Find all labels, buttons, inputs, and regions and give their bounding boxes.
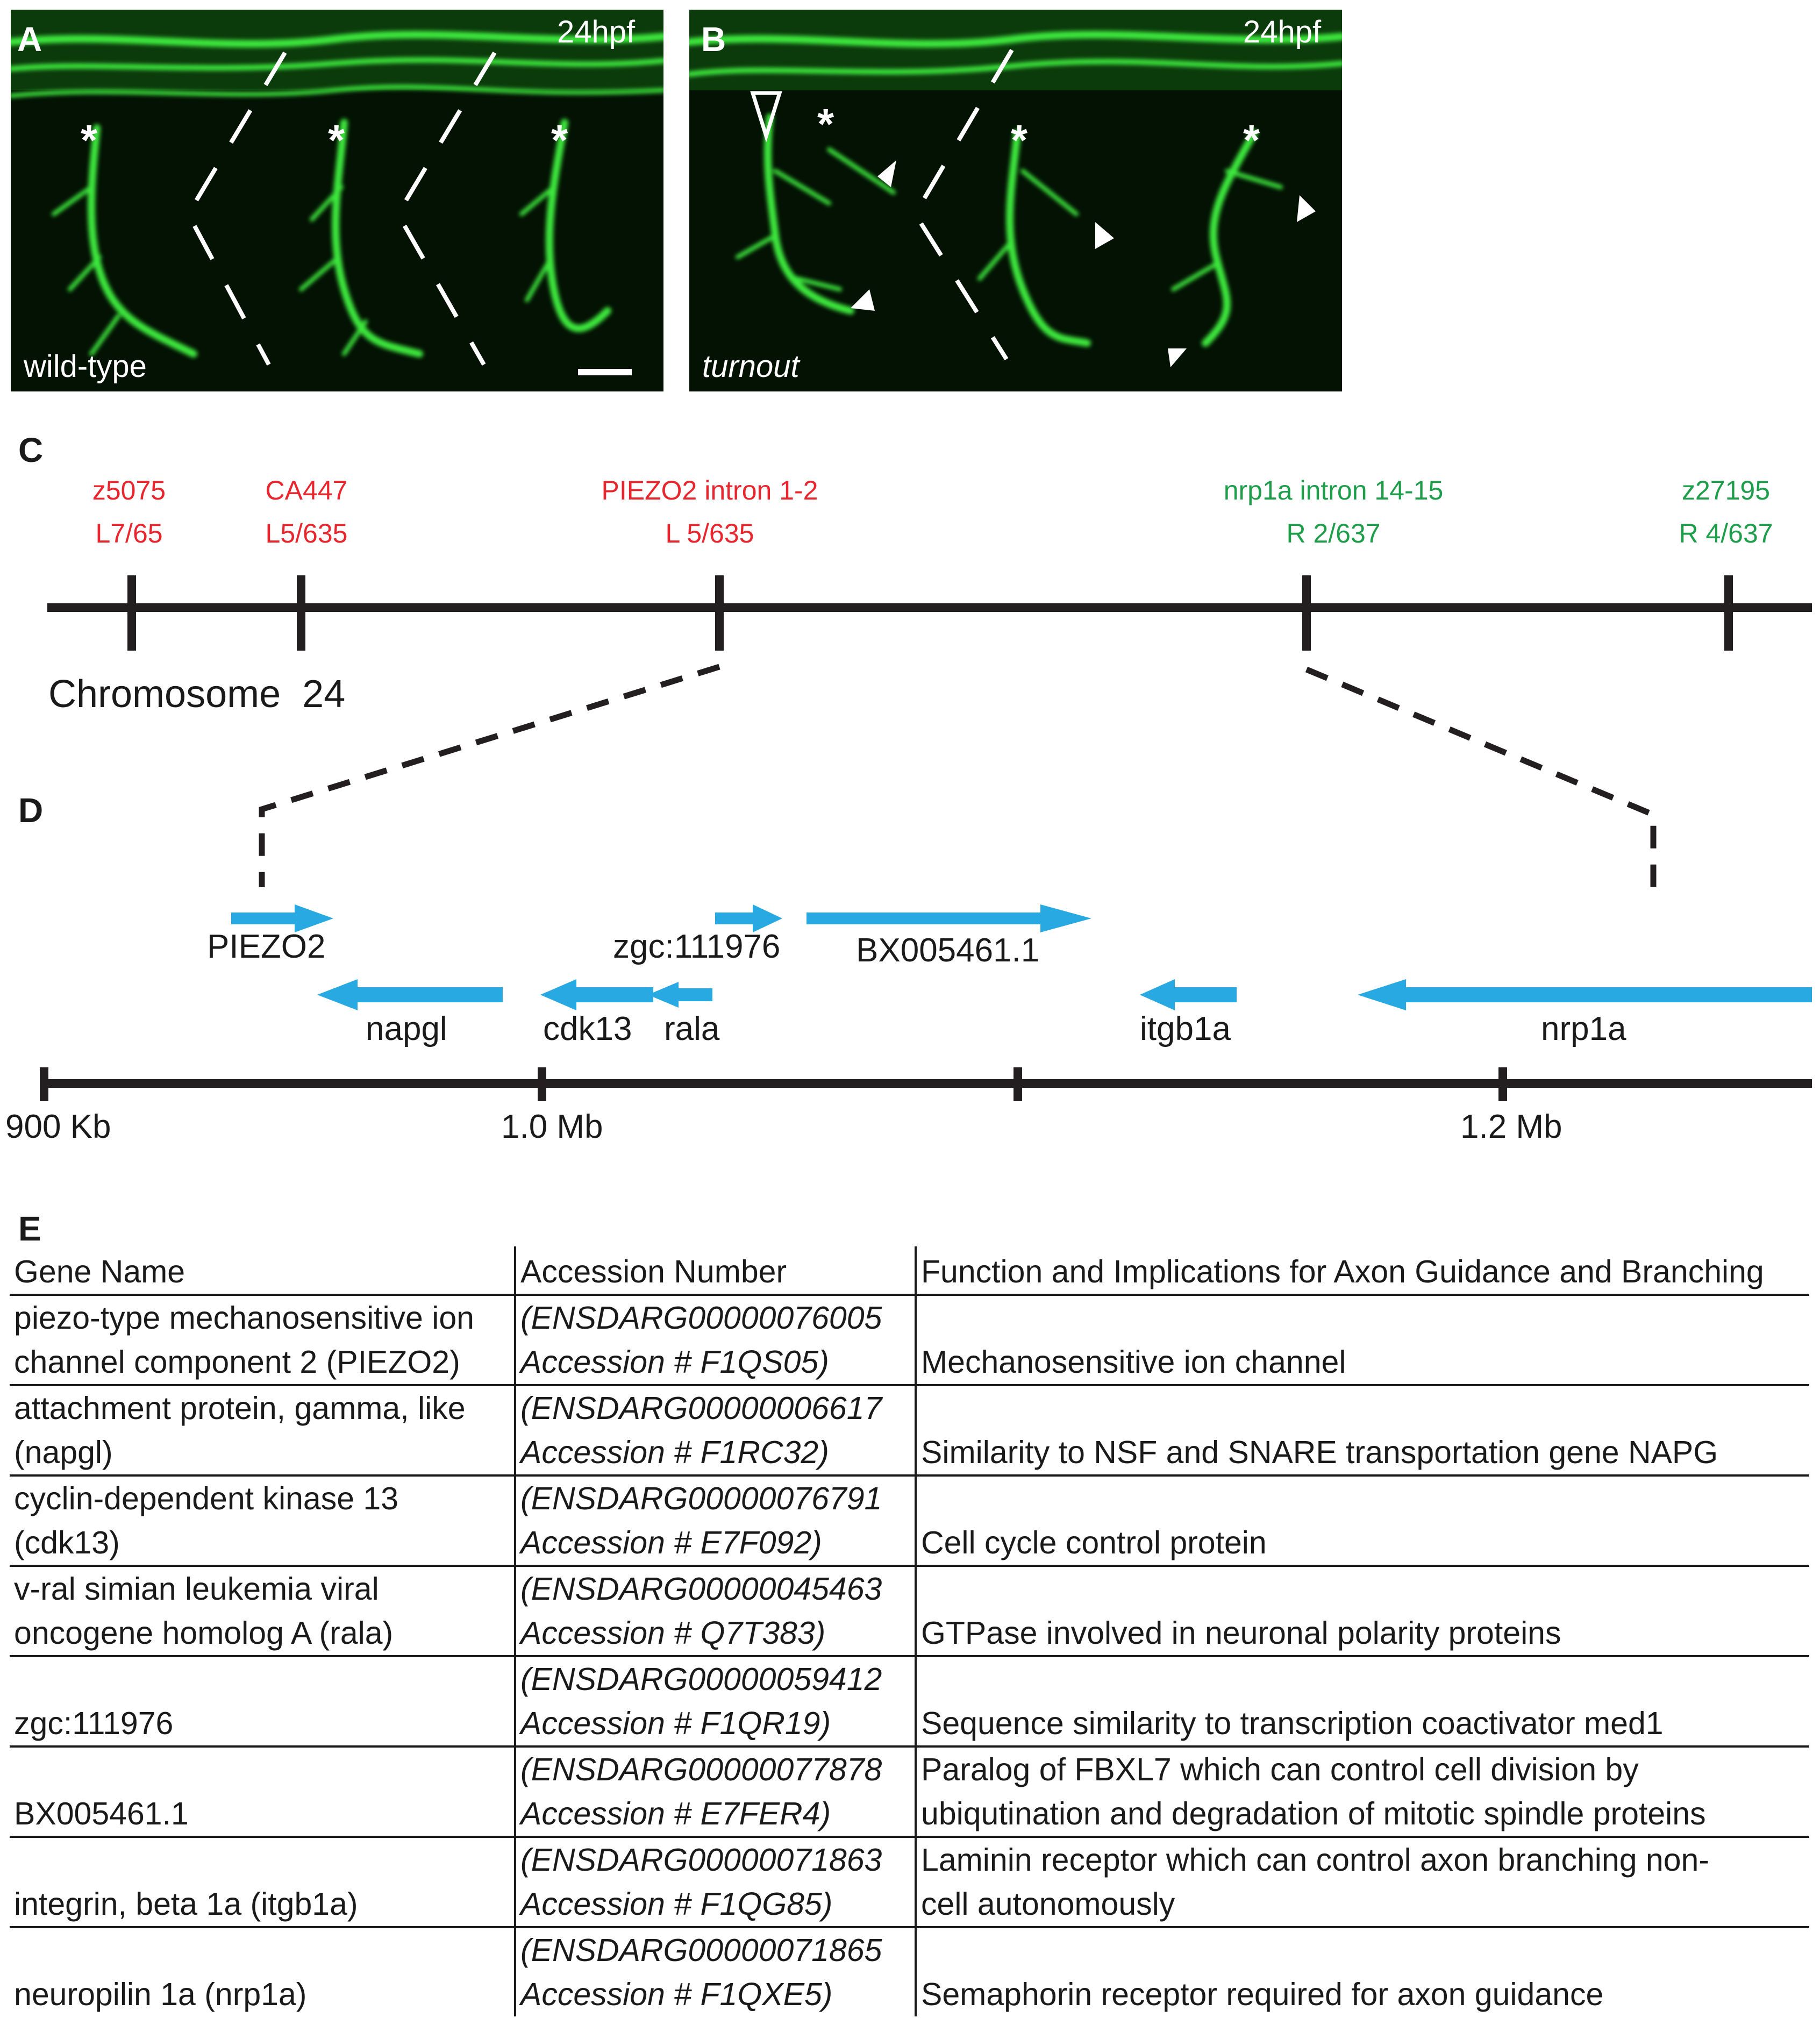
genotype-label-a: wild-type [24, 349, 147, 384]
soma-asterisk: * [1243, 116, 1260, 164]
micrograph-panel-a: * * * A 24hpf wild-type [11, 10, 663, 391]
arrow-bx005461 [806, 904, 1091, 932]
panel-letter-e: E [18, 1209, 41, 1248]
arrow-piezo2 [231, 904, 333, 932]
arrow-itgb1a [1140, 979, 1237, 1010]
header-accession-number: Accession Number [514, 1246, 916, 1296]
gene-label-bx005461: BX005461.1 [856, 932, 1040, 969]
header-function: Function and Implications for Axon Guida… [915, 1246, 1809, 1296]
branch-arrowheads [851, 160, 1316, 367]
soma-asterisk: * [81, 116, 98, 164]
scale-label-900kb: 900 Kb [5, 1108, 111, 1145]
gene-arrows [40, 904, 1812, 1101]
hollow-arrowhead [750, 91, 782, 142]
axon-image-turnout: * * * [689, 10, 1342, 367]
arrow-napgl [317, 979, 503, 1010]
panel-letter-d: D [18, 791, 44, 830]
scale-label-1-2mb: 1.2 Mb [1460, 1108, 1562, 1145]
genotype-label-b: turnout [702, 349, 800, 384]
micrograph-panel-b: * * * B 24hpf turnout [689, 10, 1342, 391]
table-row: cyclin-dependent kinase 13(cdk13) (ENSDA… [10, 1475, 1809, 1567]
arrow-rala [648, 982, 712, 1008]
table-row: neuropilin 1a (nrp1a) (ENSDARG0000007186… [10, 1927, 1809, 2016]
gene-label-itgb1a: itgb1a [1140, 1010, 1231, 1047]
panel-letter-a: A [17, 20, 42, 59]
gene-label-nrp1a: nrp1a [1541, 1010, 1626, 1047]
gene-label-zgc111976: zgc:111976 [613, 928, 781, 965]
scale-label-1-0mb: 1.0 Mb [501, 1108, 603, 1145]
scale-bar [578, 369, 632, 375]
soma-asterisk: * [551, 116, 568, 164]
soma-asterisk: * [1011, 116, 1028, 164]
arrow-cdk13 [540, 979, 653, 1010]
candidate-gene-table: Gene Name Accession Number Function and … [10, 1246, 1809, 2016]
chromosome-label: Chromosome 24 [48, 673, 346, 716]
gene-label-cdk13: cdk13 [543, 1010, 632, 1047]
table-header-row: Gene Name Accession Number Function and … [10, 1246, 1809, 1296]
gene-label-piezo2: PIEZO2 [207, 928, 326, 965]
stage-label-a: 24hpf [557, 15, 636, 49]
soma-asterisk: * [328, 116, 345, 164]
table-row: attachment protein, gamma, like(napgl) (… [10, 1385, 1809, 1477]
panel-letter-b: B [701, 20, 726, 59]
chromosome-map [47, 575, 1812, 887]
soma-asterisk: * [817, 100, 834, 148]
arrow-zgc111976 [715, 904, 782, 932]
panel-letter-c: C [18, 431, 44, 469]
gene-label-napgl: napgl [366, 1010, 447, 1047]
axon-image-wild-type: * * * [11, 10, 663, 375]
arrow-nrp1a [1358, 979, 1812, 1010]
header-gene-name: Gene Name [10, 1246, 515, 1296]
gene-label-rala: rala [664, 1010, 720, 1047]
table-row: integrin, beta 1a (itgb1a) (ENSDARG00000… [10, 1837, 1809, 1928]
stage-label-b: 24hpf [1243, 15, 1322, 49]
